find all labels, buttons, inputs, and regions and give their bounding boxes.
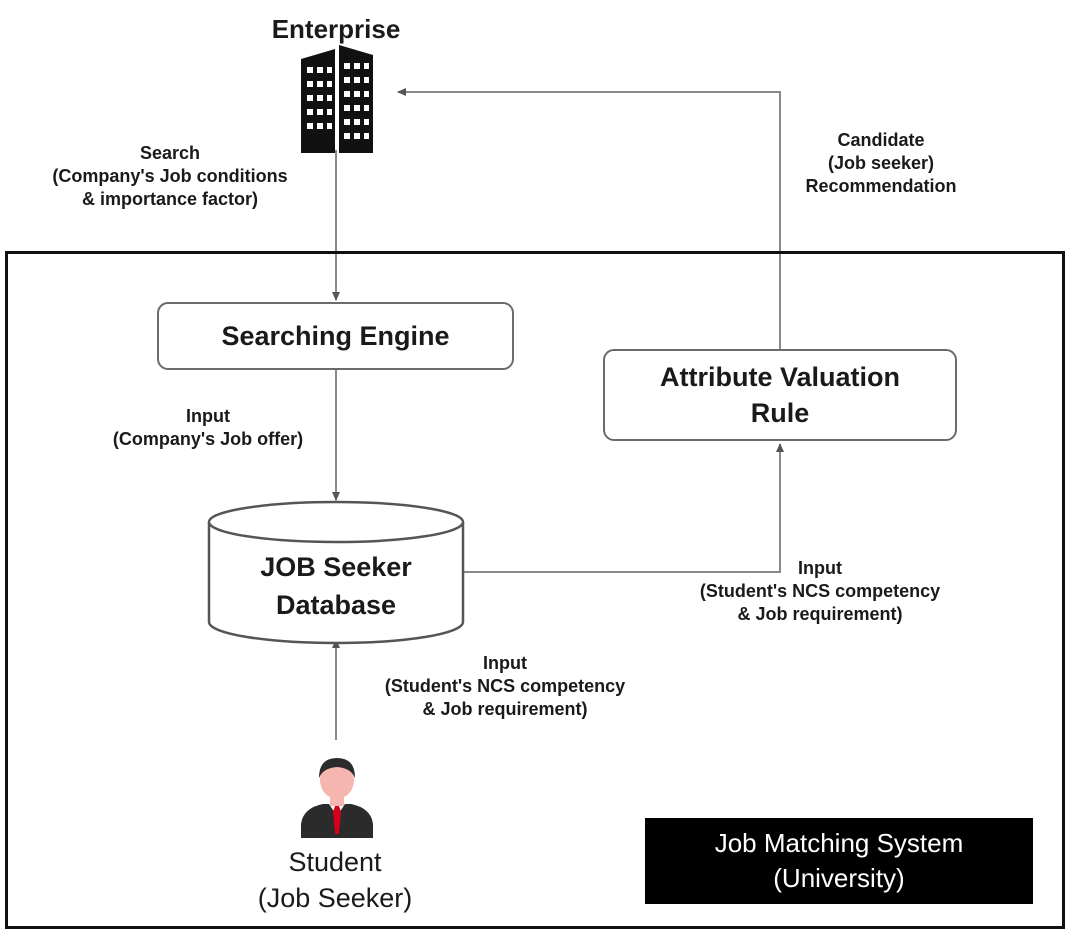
student-label-line: Student — [288, 847, 382, 877]
input-job-offer-line: (Company's Job offer) — [112, 429, 304, 449]
searching-engine-box: Searching Engine — [157, 302, 514, 370]
input-student-to-db-label: Input (Student's NCS competency & Job re… — [350, 652, 660, 721]
database-cylinder-icon — [207, 500, 465, 645]
database-label: JOB Seeker Database — [210, 548, 462, 624]
job-matching-system-badge: Job Matching System (University) — [645, 818, 1033, 904]
badge-line: (University) — [773, 863, 905, 893]
input-job-offer-line: Input — [186, 406, 230, 426]
search-label-line: (Company's Job conditions — [52, 166, 288, 186]
input-student-to-db-line: Input — [483, 653, 527, 673]
student-label-line: (Job Seeker) — [257, 883, 413, 913]
attribute-valuation-rule-box: Attribute Valuation Rule — [603, 349, 957, 441]
searching-engine-label: Searching Engine — [221, 320, 450, 351]
search-label-line: & importance factor) — [81, 189, 259, 209]
search-label: Search (Company's Job conditions & impor… — [10, 142, 330, 211]
badge-line: Job Matching System — [714, 828, 964, 858]
attribute-rule-label-line: Rule — [750, 398, 810, 428]
student-person-icon — [301, 758, 373, 838]
input-student-to-db-line: (Student's NCS competency — [384, 676, 626, 696]
student-label: Student (Job Seeker) — [220, 844, 450, 916]
input-db-to-rule-line: & Job requirement) — [737, 604, 903, 624]
search-label-line: Search — [139, 143, 201, 163]
attribute-rule-label-line: Attribute Valuation — [659, 362, 900, 392]
recommendation-label-line: (Job seeker) — [827, 153, 935, 173]
input-job-offer-label: Input (Company's Job offer) — [80, 405, 336, 451]
arrow-database-to-attribute-rule — [462, 443, 784, 573]
input-db-to-rule-label: Input (Student's NCS competency & Job re… — [660, 557, 980, 626]
input-db-to-rule-line: (Student's NCS competency — [699, 581, 941, 601]
office-building-icon — [301, 45, 373, 153]
arrow-attribute-rule-to-enterprise — [397, 88, 781, 349]
enterprise-title: Enterprise — [271, 14, 401, 44]
input-db-to-rule-line: Input — [798, 558, 842, 578]
job-matching-system-frame — [5, 251, 1065, 929]
database-label-line: JOB Seeker — [260, 552, 412, 582]
input-student-to-db-line: & Job requirement) — [422, 699, 588, 719]
database-label-line: Database — [275, 590, 397, 620]
recommendation-label: Candidate (Job seeker) Recommendation — [776, 129, 986, 198]
recommendation-label-line: Candidate — [837, 130, 925, 150]
recommendation-label-line: Recommendation — [805, 176, 957, 196]
